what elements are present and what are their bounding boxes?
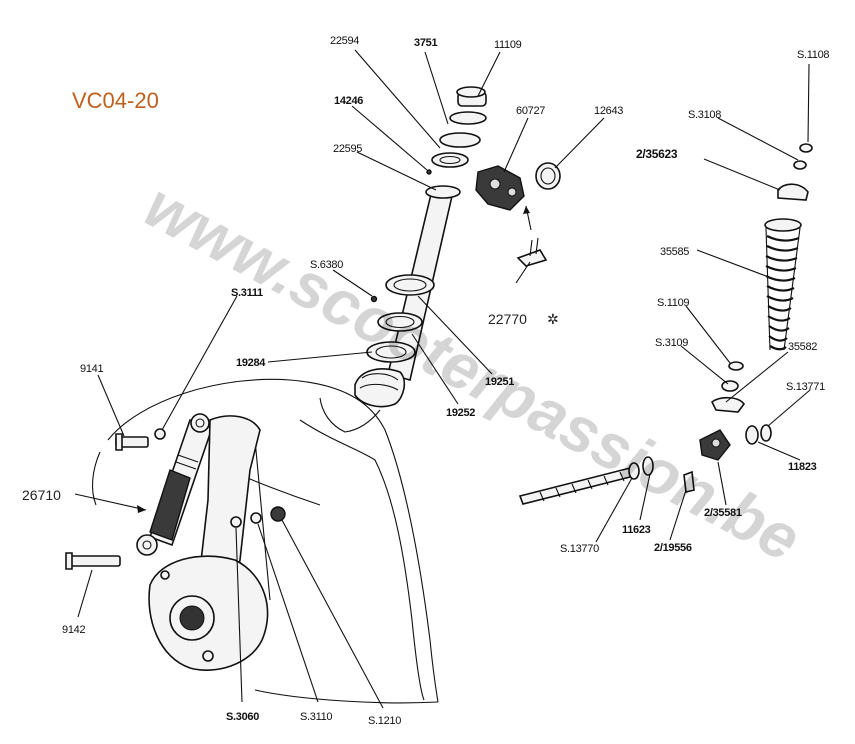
label-3751: 3751 bbox=[414, 37, 437, 49]
label-S3111: S.3111 bbox=[231, 287, 263, 299]
label-11109: 11109 bbox=[494, 39, 522, 51]
label-35582: 35582 bbox=[788, 341, 817, 353]
label-14246: 14246 bbox=[334, 95, 363, 107]
label-S1210: S.1210 bbox=[368, 715, 401, 727]
label-S3060: S.3060 bbox=[226, 711, 259, 723]
label-22594: 22594 bbox=[330, 35, 359, 47]
note-symbol: ✲ bbox=[547, 311, 559, 327]
label-22770: 22770 bbox=[488, 311, 527, 327]
label-22595: 22595 bbox=[333, 143, 362, 155]
label-S1108: S.1108 bbox=[797, 49, 829, 61]
label-S6380: S.6380 bbox=[310, 259, 343, 271]
spring-coils bbox=[765, 235, 800, 351]
label-S13771: S.13771 bbox=[786, 381, 825, 393]
label-26710: 26710 bbox=[22, 487, 61, 503]
label-35585: 35585 bbox=[660, 246, 689, 258]
fork-body bbox=[91, 378, 439, 704]
label-S13770: S.13770 bbox=[560, 543, 599, 555]
part-labels: 22594 3751 11109 14246 22595 60727 12643… bbox=[22, 35, 830, 727]
label-19284: 19284 bbox=[236, 357, 266, 369]
diagram-code: VC04-20 bbox=[72, 88, 159, 113]
label-12643: 12643 bbox=[594, 105, 623, 117]
label-2-35581: 2/35581 bbox=[704, 507, 742, 519]
label-2-35623: 2/35623 bbox=[636, 147, 678, 161]
label-11623: 11623 bbox=[622, 524, 651, 536]
shaft bbox=[518, 456, 654, 505]
label-9142: 9142 bbox=[62, 624, 85, 636]
label-2-19556: 2/19556 bbox=[654, 542, 692, 554]
label-S1109: S.1109 bbox=[657, 297, 689, 309]
label-S3110: S.3110 bbox=[300, 711, 332, 723]
label-9141: 9141 bbox=[80, 363, 103, 375]
leader-lines bbox=[74, 49, 811, 709]
label-60727: 60727 bbox=[516, 105, 545, 117]
label-19251: 19251 bbox=[485, 376, 514, 388]
label-S3108: S.3108 bbox=[688, 109, 721, 121]
shock-absorber bbox=[65, 413, 214, 570]
spring-assembly bbox=[683, 143, 813, 493]
lock-bracket bbox=[475, 162, 561, 267]
label-19252: 19252 bbox=[446, 407, 475, 419]
label-11823: 11823 bbox=[788, 461, 817, 473]
label-S3109: S.3109 bbox=[655, 337, 688, 349]
